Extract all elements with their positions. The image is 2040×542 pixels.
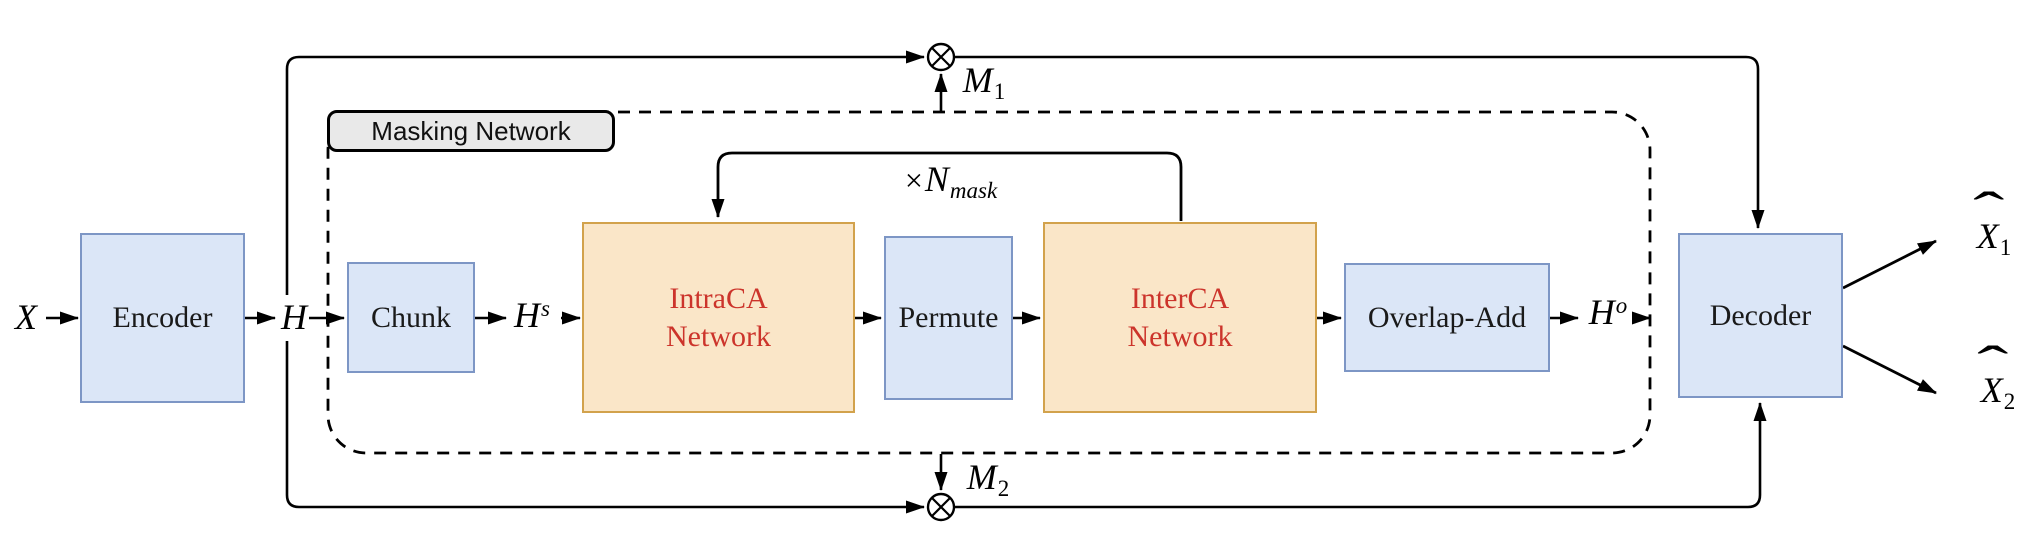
repeat-loop-arrow bbox=[711, 151, 1183, 221]
multiply-icon-bottom bbox=[926, 492, 956, 522]
input-signal-label: X bbox=[15, 296, 37, 338]
intraca-line2: Network bbox=[666, 319, 771, 353]
interca-line2: Network bbox=[1127, 319, 1233, 353]
decoder-block: Decoder bbox=[1678, 233, 1843, 398]
intraca-network-label: IntraCA Network bbox=[666, 280, 771, 355]
mask2-sub: 2 bbox=[997, 475, 1010, 501]
output-signal-2-hat: ˆ bbox=[1977, 334, 2009, 395]
skip-bottom-left-line bbox=[285, 341, 925, 514]
mask1-text: M bbox=[962, 60, 993, 101]
encoded-feature-label: H bbox=[281, 296, 307, 338]
interca-line1: InterCA bbox=[1130, 282, 1230, 315]
chunk-block: Chunk bbox=[347, 262, 475, 373]
permute-block: Permute bbox=[884, 236, 1013, 400]
multiply-icon-top bbox=[926, 42, 956, 72]
masking-network-boundary bbox=[326, 110, 1652, 455]
output-signal-2-text: X bbox=[1980, 370, 2003, 411]
masking-network-title-text: Masking Network bbox=[371, 115, 571, 146]
chunked-feature-sup: s bbox=[541, 295, 550, 321]
arrow-decoder-to-xhat2 bbox=[1842, 344, 1937, 395]
output-signal-1-sub: 1 bbox=[1999, 234, 2012, 260]
encoder-block: Encoder bbox=[80, 233, 245, 403]
chunk-label: Chunk bbox=[370, 300, 451, 334]
intraca-network-block: IntraCA Network bbox=[582, 222, 855, 413]
output-feature-sup: o bbox=[1615, 292, 1628, 318]
overlap-add-block: Overlap-Add bbox=[1344, 263, 1550, 372]
interca-network-label: InterCA Network bbox=[1128, 280, 1233, 355]
skip-top-right-line bbox=[955, 55, 1765, 229]
mask1-label: M1 bbox=[963, 59, 1006, 105]
repeat-count-sub: mask bbox=[949, 177, 998, 203]
mask1-sub: 1 bbox=[993, 78, 1006, 104]
output-signal-1-hat: ˆ bbox=[1973, 180, 2005, 241]
mask2-label: M2 bbox=[967, 456, 1010, 502]
permute-label: Permute bbox=[898, 301, 999, 335]
chunked-feature-label: Hs bbox=[514, 294, 550, 336]
mask2-text: M bbox=[966, 457, 997, 498]
encoded-feature-text: H bbox=[281, 297, 307, 337]
overlap-add-label: Overlap-Add bbox=[1367, 300, 1527, 334]
repeat-count-times: × bbox=[904, 162, 923, 199]
interca-network-block: InterCA Network bbox=[1043, 222, 1317, 413]
chunked-feature-text: H bbox=[514, 295, 541, 335]
skip-bottom-right-line bbox=[955, 402, 1767, 509]
decoder-label: Decoder bbox=[1709, 298, 1812, 332]
intraca-line1: IntraCA bbox=[669, 282, 768, 315]
output-feature-label: Ho bbox=[1589, 291, 1628, 333]
masking-network-title: Masking Network bbox=[327, 110, 615, 152]
repeat-count-label: ×Nmask bbox=[905, 158, 997, 204]
arrow-decoder-to-xhat1 bbox=[1842, 239, 1937, 290]
skip-top-left-line bbox=[285, 50, 925, 295]
encoder-label: Encoder bbox=[112, 301, 213, 335]
repeat-count-text: N bbox=[924, 159, 949, 200]
output-signal-2-sub: 2 bbox=[2003, 388, 2016, 414]
output-feature-text: H bbox=[1588, 292, 1615, 332]
input-signal-text: X bbox=[15, 297, 37, 337]
output-signal-1-text: X bbox=[1976, 216, 1999, 257]
